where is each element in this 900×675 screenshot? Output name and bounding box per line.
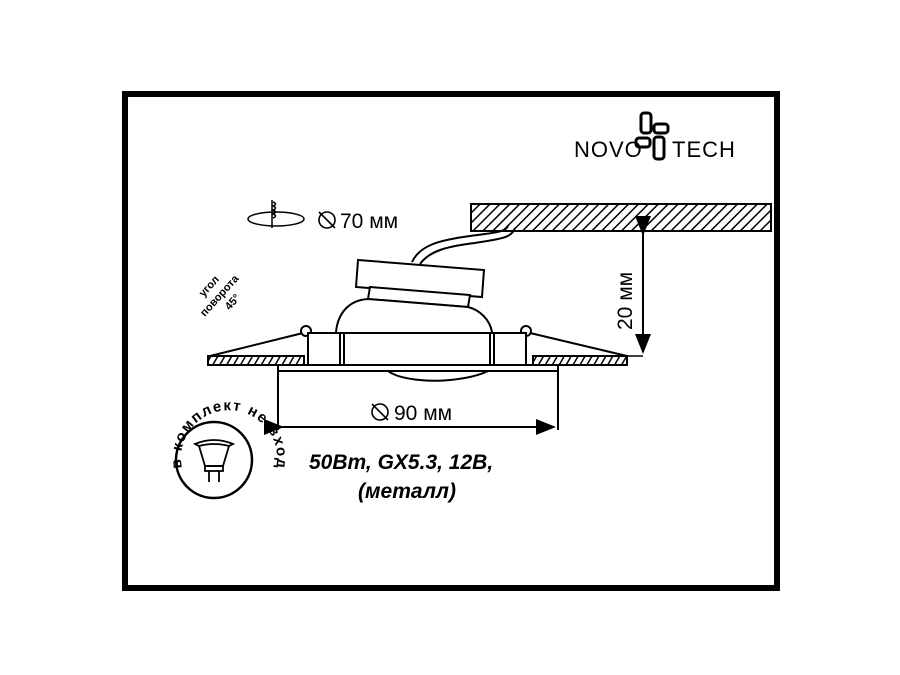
diameter-icon [371,403,389,421]
cutout-diameter-label: 70 мм [340,210,398,233]
light-fixture [207,225,628,430]
depth-label: 20 мм [614,272,637,330]
rotation-angle-label: угол поворота 45° [197,272,243,319]
logo-text-right: TECH [672,137,736,162]
lamp-not-included-badge: в комплект не входит [0,0,290,500]
specs-line-2: (металл) [358,480,456,503]
novotech-logo: NOVO TECH [574,111,736,162]
diagram-frame [122,91,780,591]
ceiling-slab [470,203,772,232]
outer-diameter-dimension: 90 мм [264,402,556,435]
specs-line-1: 50Вт, GX5.3, 12В, [309,451,493,474]
lamp-notice-text: в комплект не входит [0,0,289,470]
lamp-bulb-icon [192,439,236,482]
logo-text-left: NOVO [574,137,643,162]
outer-diameter-label: 90 мм [394,402,452,425]
cutout-icon [247,200,305,228]
svg-text:в комплект не входит: в комплект не входит [0,0,290,470]
depth-dimension: 20 мм [614,216,651,357]
logo-mark-icon [634,111,670,161]
diameter-icon [318,211,336,229]
